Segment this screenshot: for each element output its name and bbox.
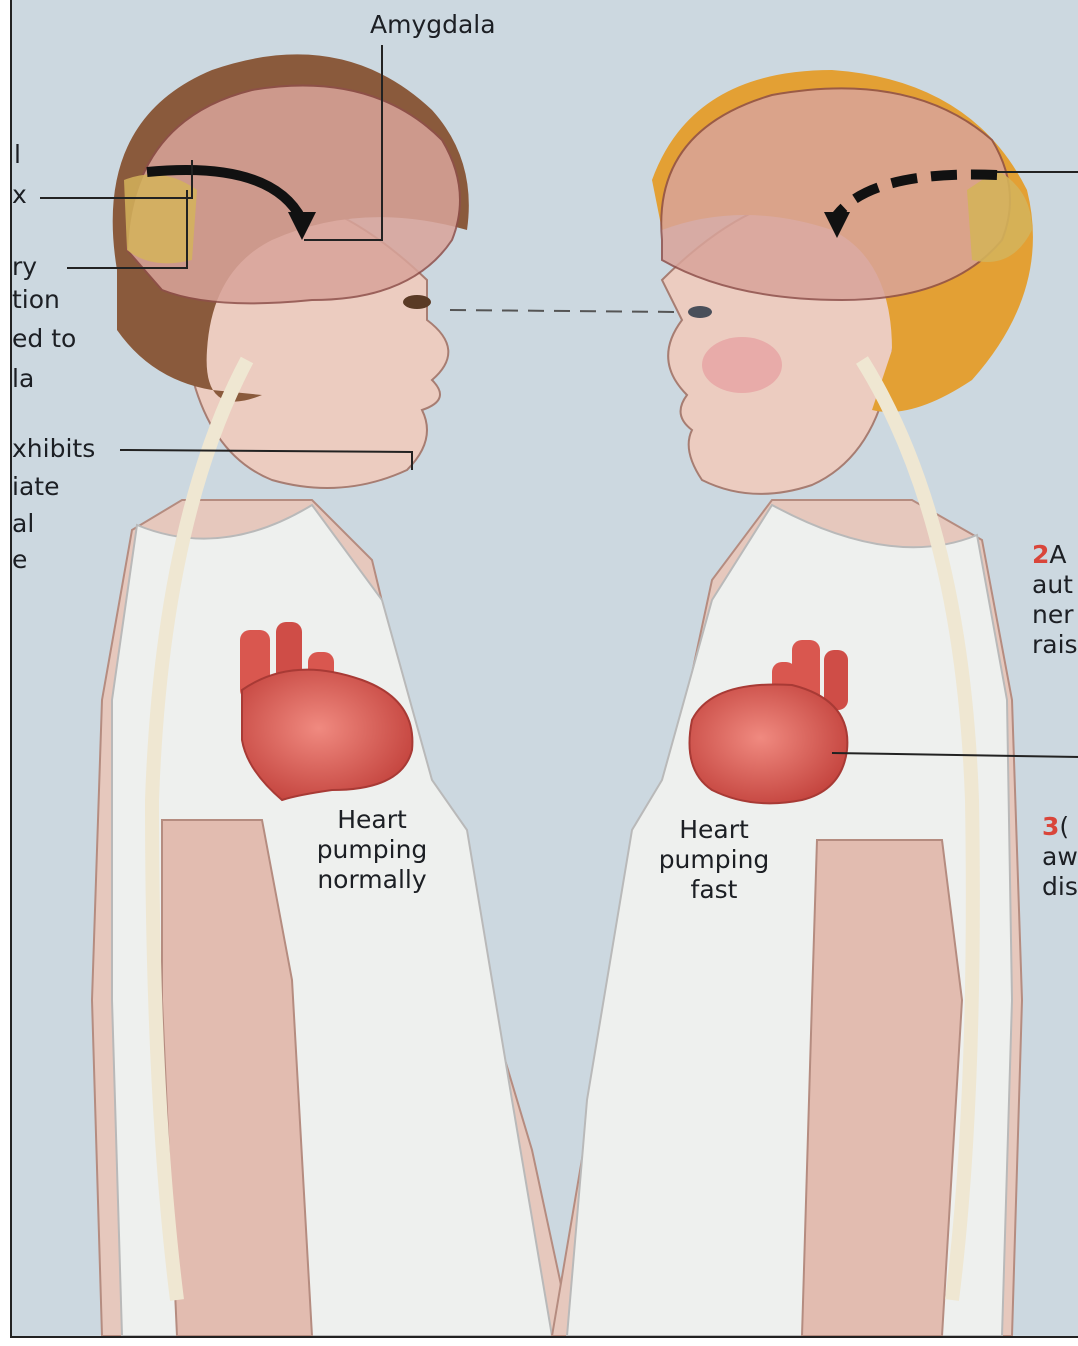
right-child-cheek: [702, 337, 782, 393]
right-label-2-line-2: aut: [1032, 570, 1078, 600]
heart-normal-line-1: Heart: [302, 805, 442, 835]
left-label-line-6: la: [12, 364, 34, 394]
right-child-eye: [688, 306, 712, 318]
right-label-2-text-1: A: [1049, 540, 1066, 569]
heart-fast-line-2: pumping: [644, 845, 784, 875]
left-child-eye: [403, 295, 431, 309]
right-label-2: 2A aut ner rais: [1032, 540, 1078, 660]
right-label-3-text-1: (: [1059, 812, 1069, 841]
heart-fast-label: Heart pumping fast: [644, 815, 784, 905]
heart-normal-label: Heart pumping normally: [302, 805, 442, 895]
gaze-dashed-line: [450, 310, 680, 312]
left-child: [92, 54, 572, 1336]
left-label-line-1: l: [14, 140, 21, 170]
left-label-line-2: x: [12, 180, 27, 210]
heart-normal-line-3: normally: [302, 865, 442, 895]
left-label-line-9: al: [12, 509, 34, 539]
left-label-line-7: xhibits: [12, 434, 95, 464]
right-label-3-line-2: aw: [1042, 842, 1078, 872]
amygdala-label: Amygdala: [370, 10, 496, 40]
right-child-arm: [802, 840, 962, 1336]
heart-normal-line-2: pumping: [302, 835, 442, 865]
right-label-2-line-1: 2A: [1032, 540, 1078, 570]
right-label-3-line-3: dis: [1042, 872, 1078, 902]
heart-fast-line-3: fast: [644, 875, 784, 905]
right-label-2-line-4: rais: [1032, 630, 1078, 660]
heart-fast-line-1: Heart: [644, 815, 784, 845]
left-label-line-10: e: [12, 545, 27, 575]
right-label-2-line-3: ner: [1032, 600, 1078, 630]
step-3-number: 3: [1042, 812, 1059, 841]
left-label-line-4: tion: [12, 285, 60, 315]
right-label-3-line-1: 3(: [1042, 812, 1078, 842]
left-label-line-3: ry: [12, 252, 37, 282]
left-label-line-8: iate: [12, 472, 59, 502]
right-label-3: 3( aw dis: [1042, 812, 1078, 902]
diagram-frame: Amygdala l x ry tion ed to la xhibits ia…: [10, 0, 1078, 1338]
diagram-illustration: [12, 0, 1078, 1336]
left-label-line-5: ed to: [12, 324, 76, 354]
step-2-number: 2: [1032, 540, 1049, 569]
right-child: [552, 70, 1033, 1336]
